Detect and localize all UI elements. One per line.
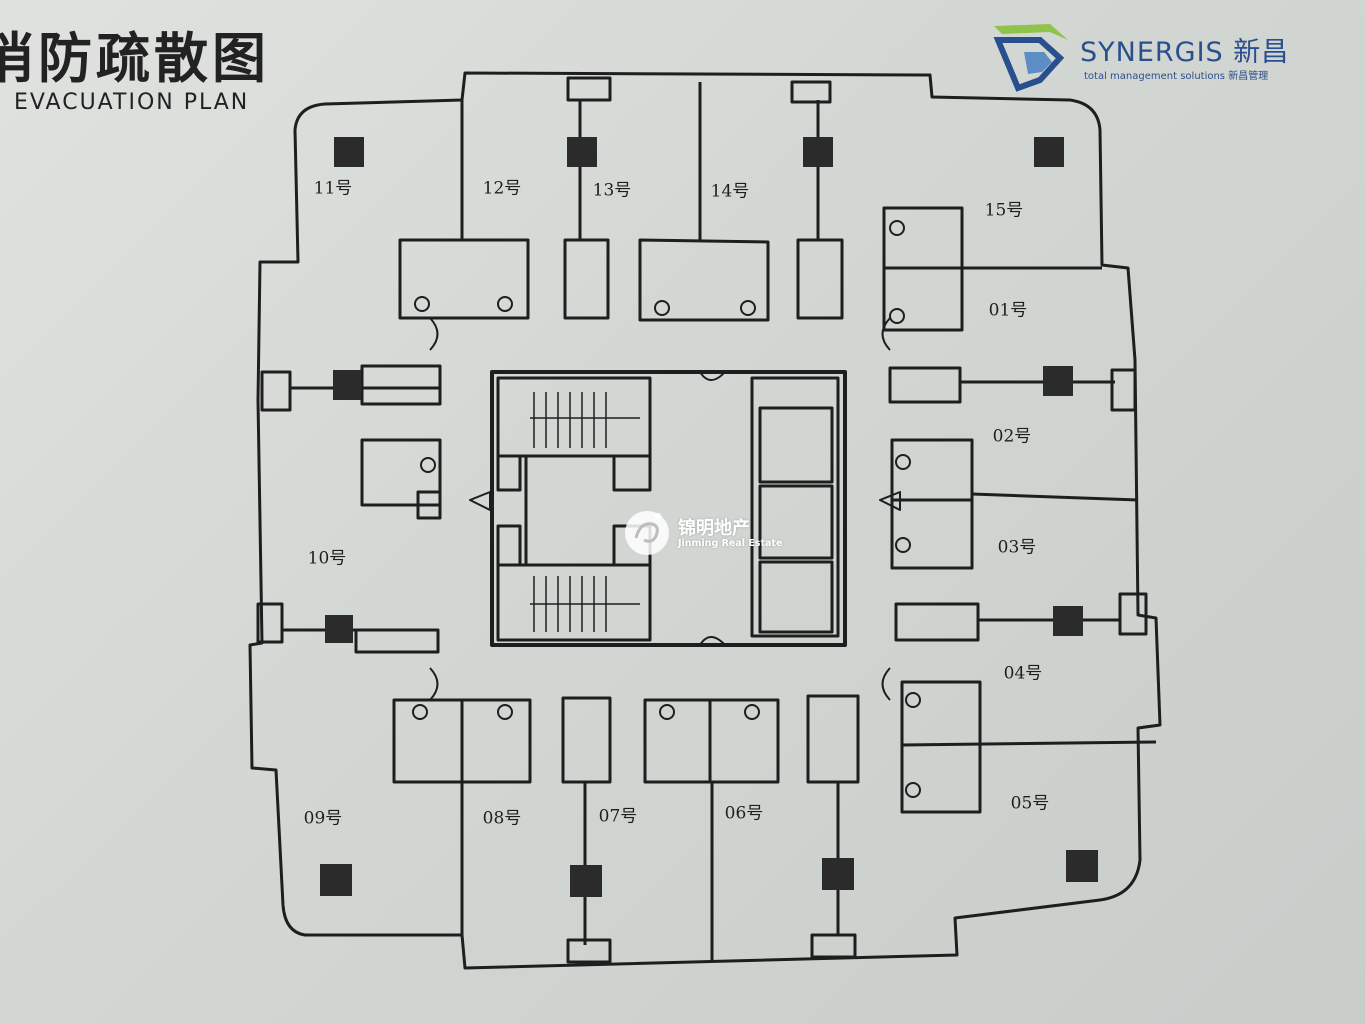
synergis-logo-mark [993,24,1068,92]
jinming-watermark: 锦明地产 Jinming Real Estate [622,508,792,558]
room-label: 02号 [992,426,1032,447]
outer-wall [248,71,1162,970]
room-label: 03号 [997,537,1037,558]
watermark-name-zh: 锦明地产 [678,518,750,539]
room-label: 13号 [592,180,632,201]
logo-name: SYNERGIS 新昌 [1080,37,1290,68]
watermark-logo-icon [625,511,669,555]
room-label: 14号 [710,181,750,202]
room-label: 10号 [307,548,347,569]
room-label: 08号 [482,808,522,829]
room-label: 12号 [482,178,522,199]
plan-title-chinese: 消防疏散图 [0,27,270,90]
room-label: 01号 [988,300,1028,321]
room-label: 05号 [1010,793,1050,814]
logo-tagline: total management solutions 新昌管理 [1084,71,1269,82]
watermark-name-en: Jinming Real Estate [678,538,783,549]
room-label: 09号 [303,808,343,829]
room-label: 15号 [984,200,1024,221]
synergis-logo: SYNERGIS 新昌 total management solutions 新… [988,18,1308,98]
room-label: 04号 [1003,663,1043,684]
room-label: 11号 [313,178,353,199]
room-label: 07号 [598,806,638,827]
plan-title-english: EVACUATION PLAN [14,90,250,115]
room-label: 06号 [724,803,764,824]
